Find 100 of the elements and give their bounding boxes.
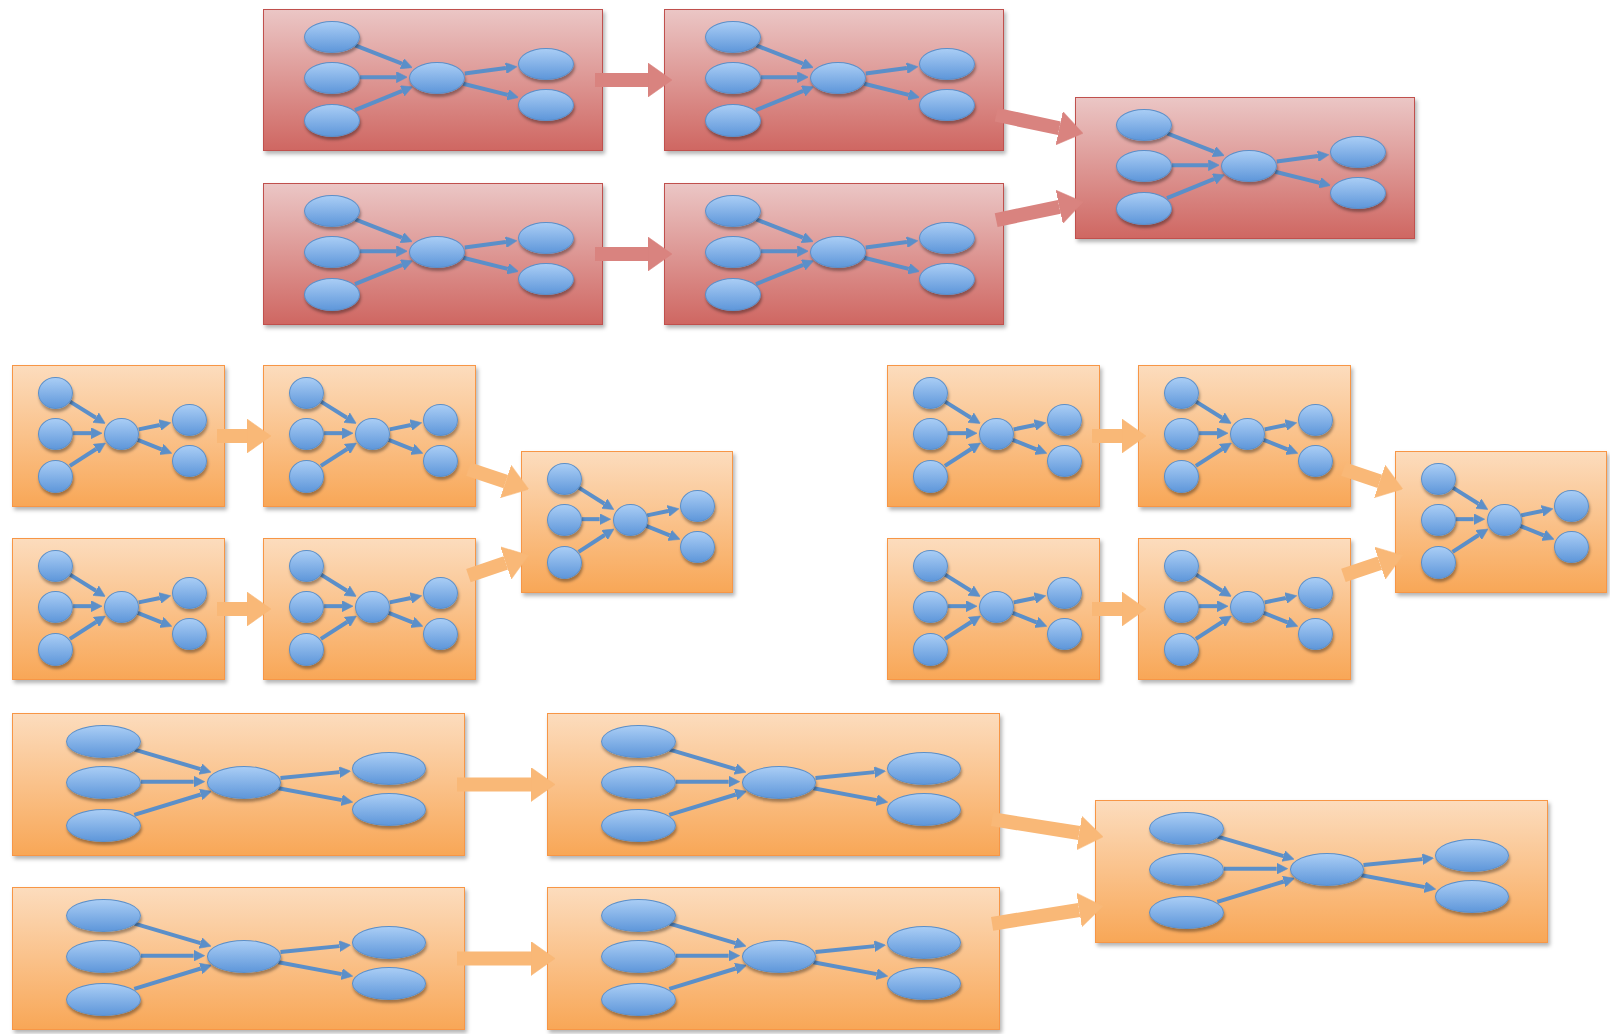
arrow — [755, 217, 814, 244]
arrow — [863, 255, 920, 275]
ellipse-node — [289, 590, 325, 624]
arrow — [668, 962, 747, 991]
arrow — [280, 940, 352, 954]
arrow — [669, 921, 747, 949]
arrow — [1013, 592, 1047, 605]
ellipse-node — [680, 489, 716, 523]
arrow — [462, 255, 519, 275]
ellipse-node — [1298, 444, 1334, 478]
arrow — [577, 528, 615, 554]
ellipse-node — [66, 809, 141, 842]
process-panel — [263, 538, 476, 680]
ellipse-node — [172, 617, 208, 651]
arrow — [1519, 524, 1555, 541]
process-panel — [1395, 451, 1607, 593]
ellipse-node — [1230, 417, 1266, 451]
arrow — [755, 85, 814, 112]
ellipse-node — [546, 503, 582, 537]
ellipse-node — [303, 20, 361, 54]
ellipse-node — [355, 590, 391, 624]
arrow — [761, 245, 809, 258]
ellipse-node — [66, 940, 141, 974]
ellipse-node — [66, 983, 141, 1016]
process-panel — [521, 451, 733, 593]
ellipse-node — [518, 47, 575, 81]
arrow — [137, 611, 173, 628]
arrow — [1195, 572, 1232, 598]
ellipse-node — [351, 925, 427, 959]
arrow — [354, 217, 413, 244]
ellipse-node — [289, 376, 325, 410]
ellipse-node — [1164, 590, 1200, 624]
arrow — [388, 611, 424, 628]
ellipse-node — [423, 617, 459, 651]
arrow — [813, 960, 889, 981]
ellipse-node — [303, 278, 361, 312]
arrow — [280, 766, 352, 780]
arrow — [1264, 592, 1298, 605]
ellipse-node — [1230, 590, 1266, 624]
arrow — [319, 442, 357, 468]
block-arrow — [1092, 591, 1147, 627]
ellipse-node — [913, 417, 949, 451]
ellipse-node — [913, 590, 949, 624]
process-panel — [263, 183, 603, 325]
ellipse-node — [1164, 549, 1200, 583]
ellipse-node — [66, 766, 141, 800]
arrow — [133, 962, 212, 991]
ellipse-node — [1149, 853, 1224, 887]
arrow — [865, 62, 919, 76]
arrow — [1199, 600, 1229, 613]
ellipse-node — [104, 590, 140, 624]
arrow — [73, 427, 103, 440]
arrow — [1216, 875, 1295, 904]
ellipse-node — [206, 940, 282, 974]
ellipse-node — [1486, 503, 1522, 537]
arrow — [863, 81, 920, 101]
ellipse-node — [1434, 838, 1510, 872]
block-arrow — [991, 892, 1104, 931]
arrow — [1451, 485, 1489, 511]
arrow — [668, 788, 747, 817]
arrow — [278, 960, 354, 981]
ellipse-node — [601, 724, 676, 758]
block-arrow — [457, 767, 556, 802]
arrow — [324, 427, 354, 440]
ellipse-node — [351, 967, 427, 1001]
ellipse-node — [518, 262, 575, 296]
arrow — [354, 43, 413, 70]
arrow — [388, 438, 424, 455]
ellipse-node — [601, 898, 676, 932]
ellipse-node — [1149, 896, 1224, 929]
ellipse-node — [1047, 617, 1083, 651]
arrow — [134, 747, 212, 775]
ellipse-node — [172, 444, 208, 478]
arrow — [319, 615, 357, 641]
arrow — [948, 427, 978, 440]
ellipse-node — [919, 221, 976, 255]
ellipse-node — [704, 20, 762, 54]
ellipse-node — [303, 61, 361, 95]
arrow — [1361, 873, 1437, 894]
process-panel — [664, 9, 1004, 151]
ellipse-node — [979, 590, 1015, 624]
arrow — [68, 615, 106, 641]
process-panel — [1095, 800, 1548, 943]
ellipse-node — [38, 460, 74, 494]
ellipse-node — [601, 940, 676, 974]
ellipse-node — [518, 88, 575, 122]
ellipse-node — [38, 417, 74, 451]
arrow — [320, 399, 357, 425]
arrow — [73, 600, 103, 613]
ellipse-node — [886, 925, 962, 959]
arrow — [944, 399, 981, 425]
ellipse-node — [886, 967, 962, 1001]
process-panel — [263, 365, 476, 507]
process-panel — [887, 365, 1100, 507]
ellipse-node — [546, 546, 582, 580]
ellipse-node — [1330, 135, 1387, 169]
arrow — [645, 524, 681, 541]
ellipse-node — [704, 278, 762, 312]
arrow — [1199, 427, 1229, 440]
arrow — [324, 600, 354, 613]
